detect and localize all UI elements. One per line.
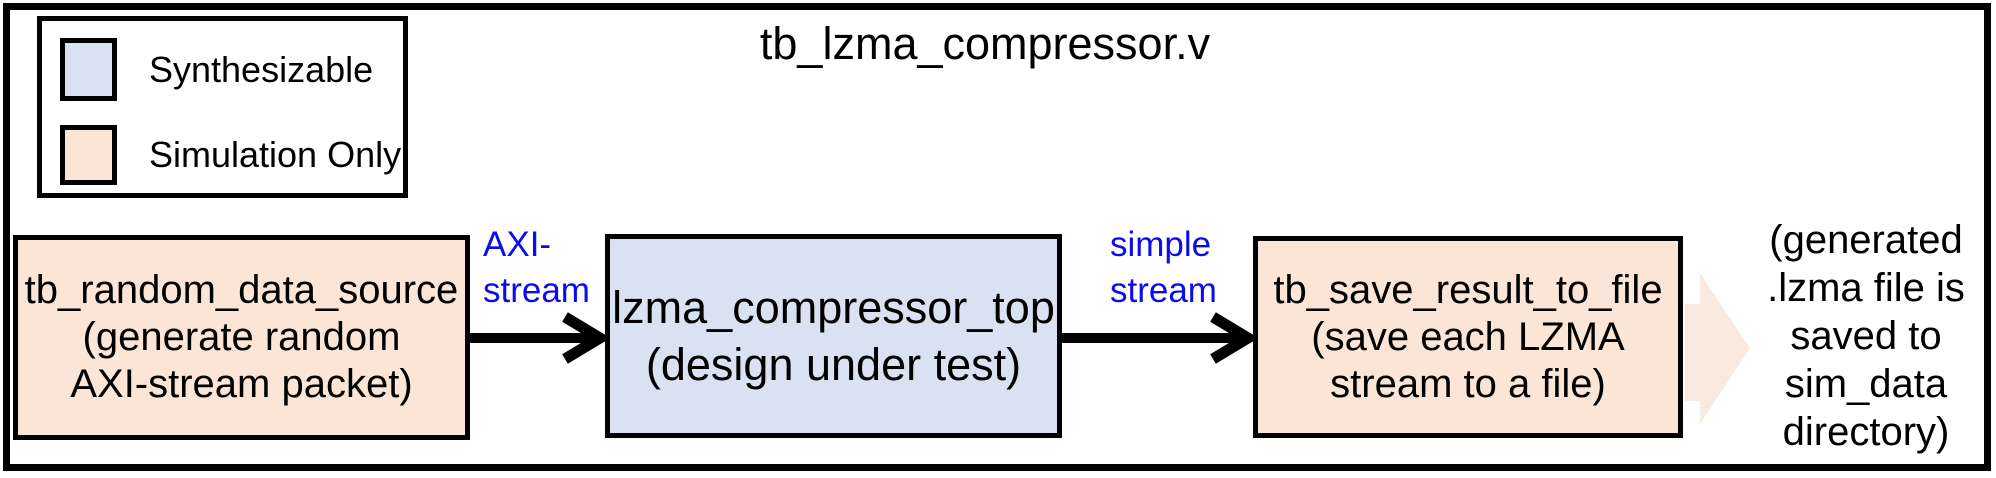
block-tb-save-result-to-file: tb_save_result_to_file (save each LZMA s… [1253,236,1683,438]
block-subtitle: (design under test) [645,339,1022,390]
legend: Synthesizable Simulation Only [37,16,408,198]
block-title: lzma_compressor_top [612,282,1055,333]
block-subtitle: (save each LZMA [1311,314,1625,359]
block-subtitle: AXI-stream packet) [70,362,413,406]
axi-stream-arrow-icon [470,312,605,364]
block-tb-random-data-source: tb_random_data_source (generate random A… [13,235,470,440]
simulation-only-swatch-icon [60,125,117,185]
block-subtitle: stream to a file) [1330,361,1606,406]
legend-label-synthesizable: Synthesizable [149,48,374,90]
diagram-title: tb_lzma_compressor.v [759,18,1211,69]
block-title: tb_random_data_source [24,268,459,312]
testbench-boundary-box [3,3,1991,471]
legend-item-synthesizable: Synthesizable [60,38,373,101]
block-title: tb_save_result_to_file [1273,267,1663,312]
simple-stream-label: simple stream [1110,225,1217,310]
legend-item-simulation-only: Simulation Only [60,125,401,185]
block-lzma-compressor-top: lzma_compressor_top (design under test) [605,234,1062,438]
legend-label-simulation-only: Simulation Only [149,134,402,175]
simple-stream-arrow-icon [1062,312,1253,364]
synthesizable-swatch-icon [60,38,117,101]
block-subtitle: (generate random [82,315,401,359]
axi-stream-label: AXI- stream [483,225,590,310]
output-note: (generated .lzma file is saved to sim_da… [1767,218,1965,454]
